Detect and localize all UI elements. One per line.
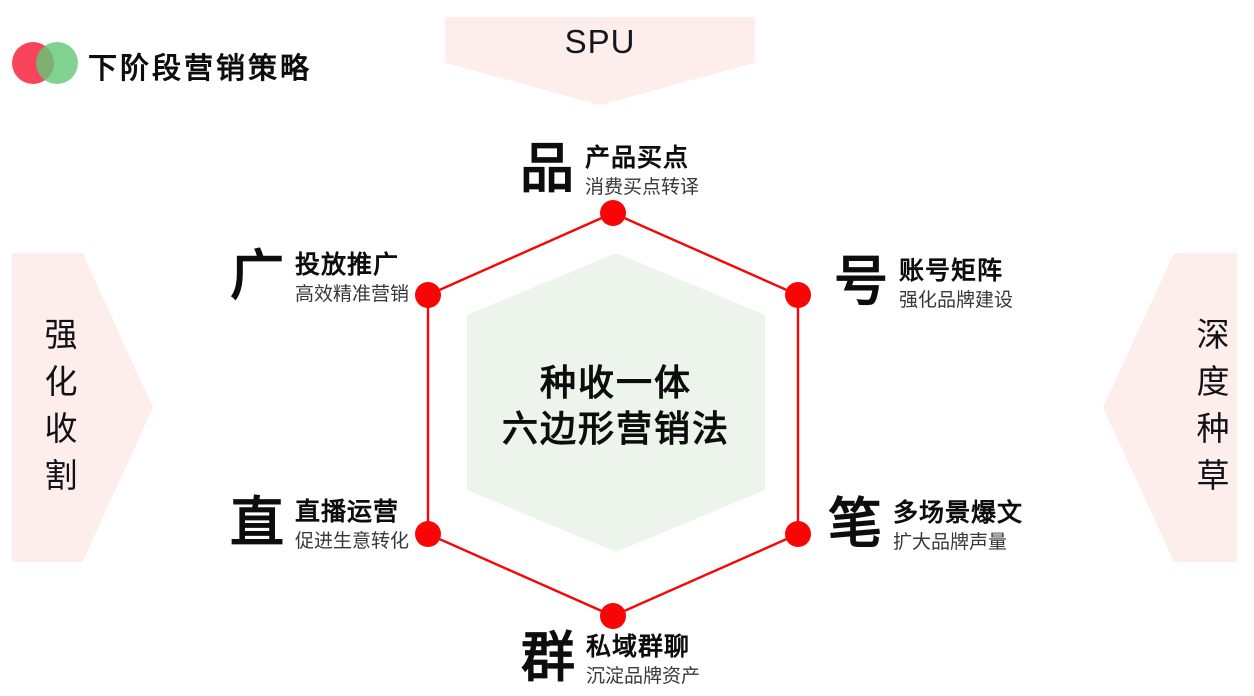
vertex-dot <box>415 282 441 308</box>
center-title-line2: 六边形营销法 <box>501 408 730 449</box>
node-articles-char: 笔 <box>828 494 882 554</box>
center-hexagon-fill <box>467 253 765 552</box>
node-product-char: 品 <box>520 139 574 199</box>
node-community: 群 私域群聊 沉淀品牌资产 <box>521 630 700 688</box>
page-title: 下阶段营销策略 <box>88 53 313 85</box>
seeding-label: 深度种草 <box>1192 317 1229 505</box>
node-product-subtitle: 消费买点转译 <box>585 177 700 198</box>
node-articles: 笔 多场景爆文 扩大品牌声量 <box>828 496 1023 554</box>
node-ads: 广 投放推广 高效精准营销 <box>230 248 409 306</box>
node-account-subtitle: 强化品牌建设 <box>899 290 1014 311</box>
node-articles-title: 多场景爆文 <box>893 499 1024 527</box>
harvest-label: 强化收割 <box>40 317 77 505</box>
node-community-title: 私域群聊 <box>586 633 691 661</box>
node-livestream: 直 直播运营 促进生意转化 <box>230 495 409 553</box>
node-livestream-char: 直 <box>230 493 284 553</box>
vertex-dot <box>415 521 441 547</box>
node-product-title: 产品买点 <box>585 144 690 172</box>
node-account: 号 账号矩阵 强化品牌建设 <box>834 254 1013 312</box>
node-account-title: 账号矩阵 <box>899 257 1004 285</box>
node-livestream-subtitle: 促进生意转化 <box>295 531 410 552</box>
node-ads-subtitle: 高效精准营销 <box>295 284 410 305</box>
node-product: 品 产品买点 消费买点转译 <box>520 141 699 199</box>
center-title: 种收一体 六边形营销法 <box>446 360 786 452</box>
logo-green-circle-icon <box>36 42 78 84</box>
node-account-char: 号 <box>834 252 888 312</box>
node-articles-subtitle: 扩大品牌声量 <box>893 532 1008 553</box>
node-community-subtitle: 沉淀品牌资产 <box>586 666 701 687</box>
vertex-dot <box>600 603 626 629</box>
vertex-dot <box>785 521 811 547</box>
logo: 下阶段营销策略 <box>12 40 412 88</box>
node-community-char: 群 <box>521 628 575 688</box>
node-ads-char: 广 <box>230 246 284 306</box>
vertex-dot <box>785 282 811 308</box>
vertex-dot <box>600 200 626 226</box>
node-ads-title: 投放推广 <box>295 251 400 279</box>
spu-label: SPU <box>564 23 636 60</box>
node-livestream-title: 直播运营 <box>295 498 400 526</box>
center-title-line1: 种收一体 <box>539 362 692 403</box>
